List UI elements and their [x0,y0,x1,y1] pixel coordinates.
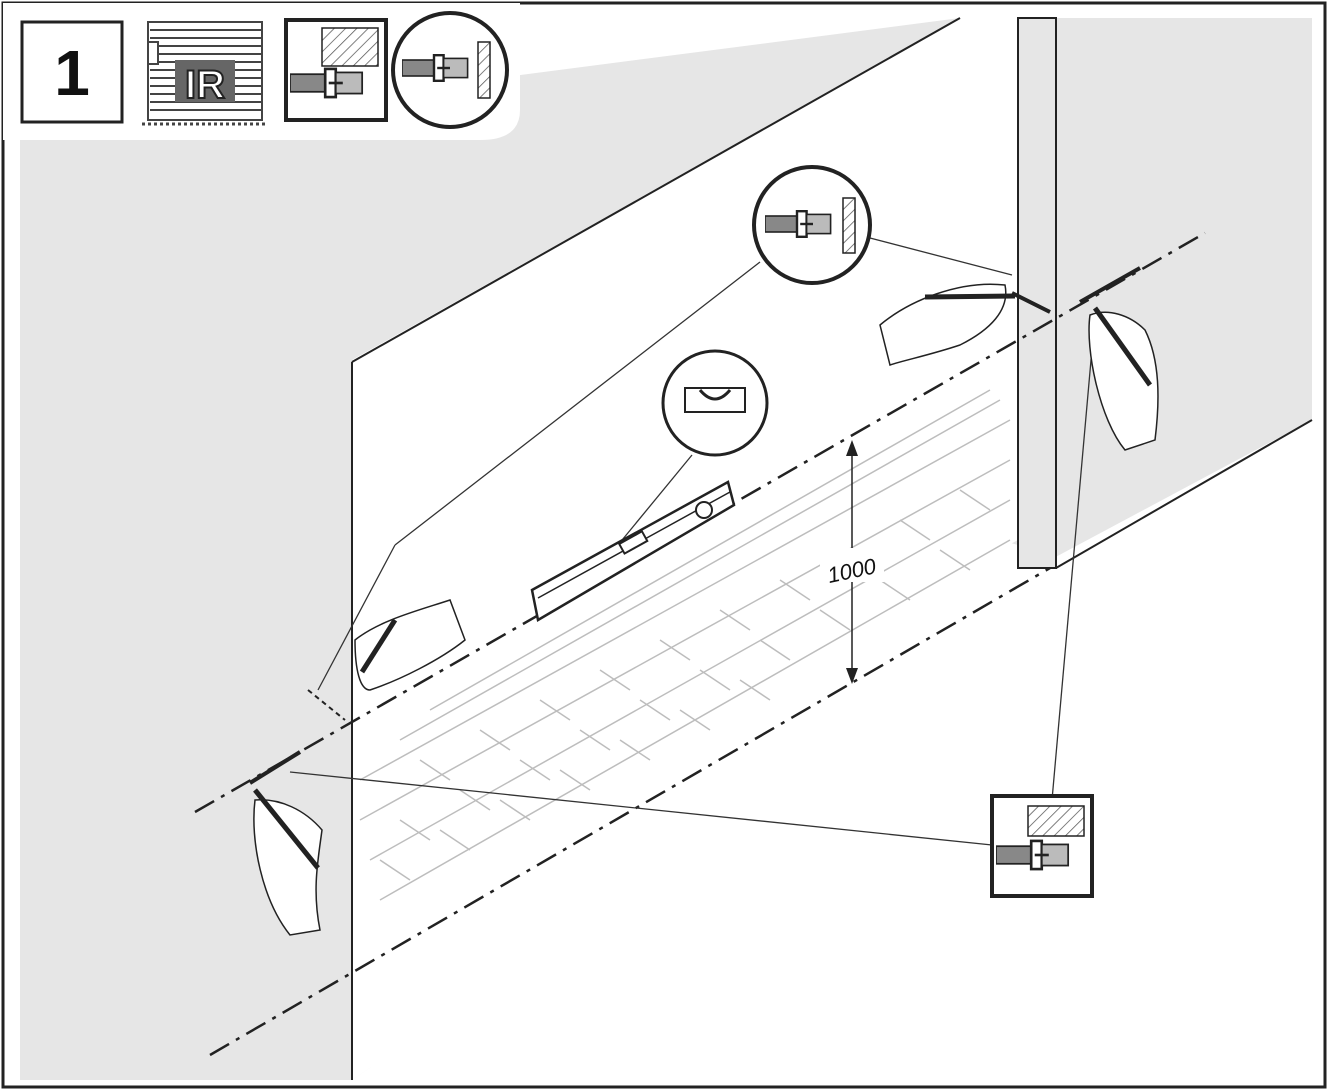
paving-pattern [359,389,1011,901]
corner-marker [307,689,346,721]
step-number: 1 [54,37,90,109]
sensor-wall-icon [391,11,509,129]
spirit-level [530,480,736,622]
garage-door-ir-icon: IR [142,21,268,126]
reference-line-lower [209,566,1051,1057]
sensor-ceiling-icon [284,18,388,122]
hand-icon-left-lower [253,788,323,936]
floor-area [352,360,1312,1080]
height-dimension: 1000 [820,440,884,684]
reference-line-upper [194,231,1206,814]
sensor-wall-callout [752,165,872,285]
pillar [1017,17,1057,569]
hand-icon-right-upper [879,283,1016,366]
callout-leaders [289,237,1096,846]
ir-label: IR [185,63,225,107]
hand-icon-right-lower [1088,306,1159,451]
sensor-ceiling-callout [990,794,1094,898]
hand-icon-left-upper [354,599,466,691]
step-number-box: 1 [20,20,124,124]
bubble-callout [661,349,769,457]
